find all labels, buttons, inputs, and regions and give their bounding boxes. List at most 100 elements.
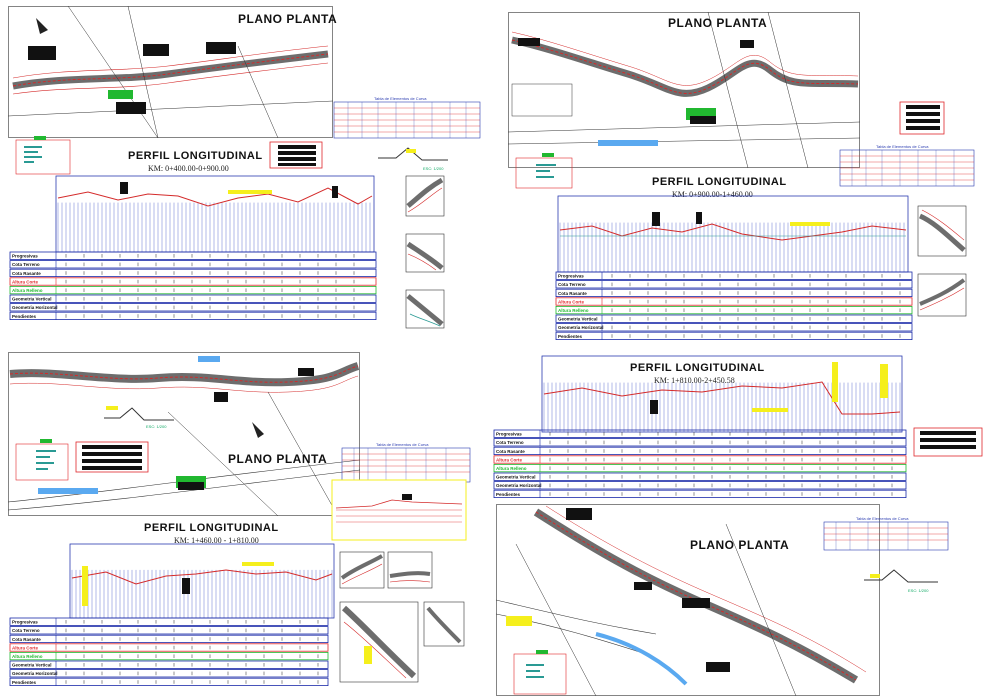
profile-row-label: Cota Terreno <box>558 282 586 287</box>
sheet-4: PERFIL LONGITUDINAL KM: 1+810.00-2+450.5… <box>493 352 988 698</box>
profile-row-label: Cota Terreno <box>12 628 40 633</box>
profile-row-label: Cota Rasante <box>12 271 41 276</box>
profile-row-label: Cota Rasante <box>496 449 525 454</box>
plano-planta-title-2: PLANO PLANTA <box>668 16 768 30</box>
profile-row-label: Altura Corte <box>558 299 584 304</box>
table-title-1: Tabla de Elementos de Curva <box>374 96 427 101</box>
curve-table-3: Tabla de Elementos de Curva <box>341 442 471 483</box>
profile-row-box <box>9 260 377 269</box>
legend-box-2 <box>515 153 573 189</box>
profile-row-label: Altura Relleno <box>558 308 589 313</box>
profile-row-label: Geometria Vertical <box>496 475 536 480</box>
section-table-4 <box>913 427 983 457</box>
profile-row-label: Cota Terreno <box>12 262 40 267</box>
profile-row-box <box>9 277 377 286</box>
profile-row-label: Altura Relleno <box>496 466 527 471</box>
profile-row-label: Geometria Vertical <box>12 297 52 302</box>
sheet-2: PLANO PLANTA Tabla de Elementos de Curva… <box>506 10 984 342</box>
profile-row-box <box>555 314 913 323</box>
profile-row-box <box>555 323 913 332</box>
km-label-1: KM: 0+400.00-0+900.00 <box>148 164 229 173</box>
detail-3c <box>339 601 419 683</box>
profile-row-label: Pendientes <box>558 334 583 339</box>
profile-row-box <box>555 306 913 315</box>
profile-row-box <box>9 634 329 644</box>
profile-row-label: Pendientes <box>12 680 37 685</box>
profile-row-label: Cota Terreno <box>496 440 524 445</box>
profile-row-label: Progresivas <box>558 274 584 279</box>
typical-section-3: ESC: 1/200 <box>104 406 174 429</box>
profile-row-label: Altura Relleno <box>12 654 43 659</box>
profile-row-box <box>9 643 329 652</box>
detail-2b <box>917 273 967 317</box>
scale-label-4: ESC: 1/200 <box>908 588 929 593</box>
curve-table-1: Tabla de Elementos de Curva <box>333 96 481 139</box>
plan-view-3 <box>7 352 361 517</box>
profile-row-label: Cota Rasante <box>558 291 587 296</box>
legend-box-3 <box>15 439 69 481</box>
profile-row-box <box>9 311 377 321</box>
profile-row-box <box>493 489 907 499</box>
profile-chart-3 <box>69 543 335 619</box>
km-label-4: KM: 1+810.00-2+450.58 <box>654 376 735 385</box>
detail-1c <box>405 289 445 329</box>
detail-1a <box>405 175 445 217</box>
sheet-1: PLANO PLANTA Tabla de Elementos de Curva <box>7 5 486 346</box>
detail-3b <box>387 551 433 589</box>
profile-row-label: Altura Corte <box>12 279 38 284</box>
plan-view-1 <box>7 5 334 139</box>
perfil-title-2: PERFIL LONGITUDINAL <box>652 176 787 188</box>
table-title-2: Tabla de Elementos de Curva <box>876 144 929 149</box>
plano-planta-title-3: PLANO PLANTA <box>228 452 328 466</box>
profile-row-box <box>555 271 913 280</box>
detail-1b <box>405 233 445 273</box>
profile-row-box <box>493 481 907 490</box>
profile-row-box <box>9 303 377 312</box>
profile-row-box <box>9 652 329 661</box>
profile-row-box <box>555 280 913 289</box>
plan-view-4 <box>495 504 880 697</box>
profile-row-label: Altura Corte <box>12 645 38 650</box>
profile-row-label: Geometria Horizontal <box>12 305 58 310</box>
profile-row-box <box>493 446 907 456</box>
profile-chart-1 <box>55 175 375 253</box>
profile-row-label: Geometria Horizontal <box>12 671 58 676</box>
section-table-2 <box>899 101 945 135</box>
profile-row-label: Geometria Horizontal <box>558 325 604 330</box>
profile-row-box <box>493 472 907 481</box>
section-table-1 <box>269 141 323 169</box>
profile-row-box <box>493 464 907 473</box>
perfil-title-1: PERFIL LONGITUDINAL <box>128 150 263 162</box>
profile-row-label: Progresivas <box>12 254 38 259</box>
plan-view-2 <box>507 11 861 169</box>
scale-label-3: ESC: 1/200 <box>146 424 167 429</box>
profile-row-box <box>9 268 377 278</box>
profile-row-box <box>555 288 913 298</box>
profile-row-box <box>9 626 329 635</box>
km-label-3: KM: 1+460.00 - 1+810.00 <box>174 536 259 545</box>
profile-row-box <box>555 297 913 306</box>
profile-row-label: Pendientes <box>12 314 37 319</box>
perfil-title-3: PERFIL LONGITUDINAL <box>144 522 279 534</box>
profile-row-label: Altura Relleno <box>12 288 43 293</box>
profile-row-box <box>9 294 377 303</box>
scale-label-1: ESC: 1/200 <box>423 166 444 171</box>
profile-row-box <box>493 429 907 438</box>
profile-row-box <box>9 617 329 626</box>
typical-section-1: ESC: 1/200 <box>378 147 448 171</box>
profile-chart-2 <box>557 195 909 273</box>
profile-row-box <box>9 660 329 669</box>
profile-row-label: Pendientes <box>496 492 521 497</box>
legend-box-1 <box>15 136 71 175</box>
table-title-4: Tabla de Elementos de Curva <box>856 516 909 521</box>
perfil-title-4: PERFIL LONGITUDINAL <box>630 362 765 374</box>
profile-row-label: Geometria Horizontal <box>496 483 542 488</box>
profile-row-box <box>9 677 329 687</box>
profile-row-box <box>555 331 913 341</box>
typical-section-4: ESC: 1/200 <box>864 569 938 593</box>
profile-row-label: Geometria Vertical <box>12 663 52 668</box>
section-table-3 <box>75 441 149 473</box>
